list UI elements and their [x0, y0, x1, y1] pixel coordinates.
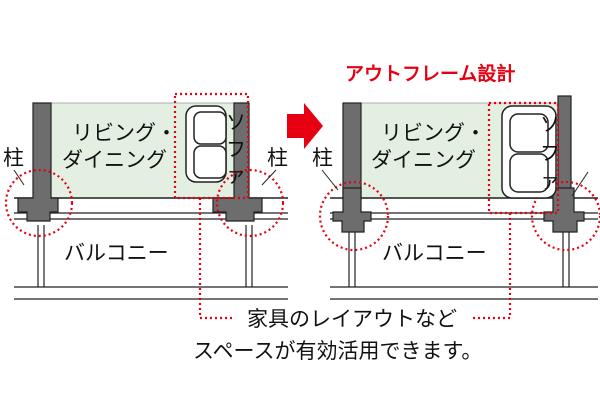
wall-left [342, 102, 362, 200]
sofa-label-char: ソ [540, 112, 560, 136]
sofa-label-char: ァ [226, 163, 246, 187]
balcony-label: バルコニー [64, 241, 169, 265]
column-left [17, 102, 59, 222]
right-arrow-icon [287, 103, 323, 149]
balcony-label: バルコニー [382, 241, 487, 265]
sofa-icon [501, 105, 557, 199]
highlight-circle [4, 168, 74, 238]
column-label: 柱 [267, 146, 288, 170]
furniture-highlight-box [173, 92, 250, 200]
sofa-label-char: ァ [540, 169, 560, 193]
room-label-line2: ダイニング [62, 148, 167, 172]
room-label-line2: ダイニング [371, 148, 476, 172]
room-label-line1: リビング・ [72, 121, 177, 145]
sofa-icon [185, 105, 227, 183]
column-left [332, 187, 372, 233]
caption-line2: スペースが有効活用できます。 [193, 339, 482, 363]
diagram-title: アウトフレーム設計 [345, 62, 515, 85]
caption-connector [472, 213, 512, 320]
sofa-label-char: フ [540, 141, 560, 165]
right-panel: リビング・ ダイニング ソ フ ァ 柱 バルコニー [312, 95, 600, 300]
caption-line1: 家具のレイアウトなど [247, 307, 457, 331]
column-label: 柱 [312, 146, 333, 170]
left-panel: リビング・ ダイニング ソ フ ァ 柱 柱 バルコニー [3, 92, 288, 300]
caption-connector [198, 198, 234, 320]
sofa-label-char: ソ [226, 110, 246, 134]
column-right [543, 187, 585, 233]
highlight-circle [318, 180, 390, 252]
highlight-circle [530, 180, 600, 252]
column-label: 柱 [3, 146, 24, 170]
sofa-label-char: フ [226, 137, 246, 161]
highlight-circle [215, 168, 285, 238]
room-label-line1: リビング・ [381, 121, 486, 145]
